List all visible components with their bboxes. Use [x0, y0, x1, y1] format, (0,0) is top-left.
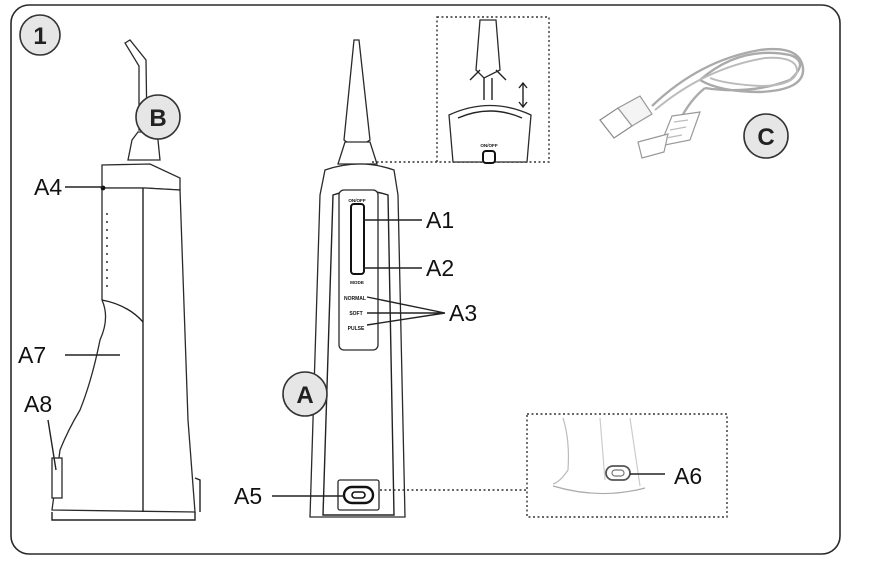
label-a5: A5 — [234, 483, 262, 509]
cable-connector-tip — [637, 133, 669, 159]
detail-button — [482, 150, 496, 164]
up-down-arrow-icon — [518, 81, 528, 109]
view-a-badge: A — [282, 371, 328, 417]
side-base-foot — [194, 477, 201, 512]
usb-cable — [599, 47, 805, 159]
figure-number: 1 — [33, 23, 46, 50]
soft-text: SOFT — [349, 311, 362, 317]
detail-body-base — [552, 485, 646, 495]
label-a1: A1 — [426, 207, 454, 233]
detail-head — [448, 104, 532, 163]
label-a6: A6 — [674, 463, 702, 489]
cable-connector-ridges — [665, 119, 689, 139]
label-a8: A8 — [24, 391, 52, 417]
detail-port-inner — [611, 469, 625, 477]
nozzle-detail-inset: ON/OFF — [372, 16, 550, 164]
mode-text: MODE — [350, 280, 364, 285]
front-collar — [337, 141, 378, 165]
side-grip-dots — [106, 213, 108, 287]
side-base-plug — [51, 457, 63, 499]
normal-text: NORMAL — [344, 296, 366, 302]
nozzle-detail-frame — [436, 16, 550, 163]
side-base — [51, 512, 196, 521]
detail-onoff-text: ON/OFF — [480, 143, 498, 148]
figure-frame — [10, 4, 841, 555]
leader-lines — [47, 186, 665, 497]
side-nozzle-collar — [127, 131, 161, 161]
front-port-inner — [351, 491, 366, 499]
view-b-badge: B — [135, 94, 181, 140]
detail-head-rim — [457, 110, 523, 119]
detail-nozzle-tip — [475, 19, 501, 79]
side-tank-line — [101, 299, 144, 323]
detail-nozzle-stem — [483, 78, 493, 100]
cable-coil-2 — [654, 56, 799, 111]
label-a2: A2 — [426, 255, 454, 281]
detail-nozzle-flare — [469, 69, 507, 81]
view-c-letter: C — [757, 124, 774, 151]
detail-body-left — [552, 417, 570, 485]
label-a3: A3 — [449, 300, 477, 326]
front-view-irrigator: ON/OFF MODE NORMAL SOFT PULSE — [309, 39, 406, 518]
side-view-irrigator — [51, 39, 201, 521]
port-detail-inset — [380, 413, 728, 518]
view-a-letter: A — [296, 382, 313, 409]
usb-plug-housing — [617, 95, 653, 127]
side-body — [51, 187, 196, 513]
view-c-badge: C — [743, 113, 789, 159]
label-a7: A7 — [18, 342, 46, 368]
label-a4: A4 — [34, 174, 62, 200]
leader-a8 — [47, 419, 57, 471]
front-button-slot — [350, 203, 365, 275]
pulse-text: PULSE — [348, 326, 365, 332]
leader-a3 — [366, 296, 446, 326]
onoff-text: ON/OFF — [348, 198, 366, 203]
port-detail-frame — [526, 413, 728, 518]
view-b-letter: B — [149, 105, 166, 132]
figure-number-badge: 1 — [19, 14, 61, 56]
